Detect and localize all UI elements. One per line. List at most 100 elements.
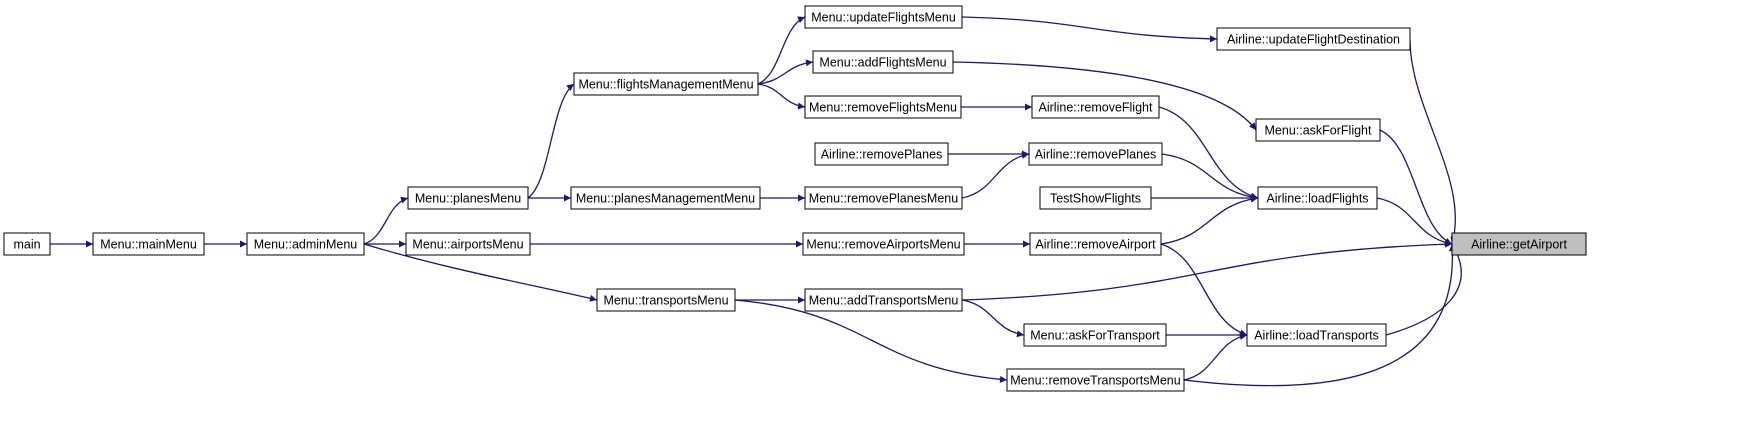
node-addFlightsMenu[interactable]: Menu::addFlightsMenu xyxy=(812,50,954,74)
node-box xyxy=(804,288,963,312)
node-box xyxy=(804,5,963,29)
node-label: Menu::transportsMenu xyxy=(603,294,728,308)
edge-removeAirport-to-loadTransports xyxy=(1160,243,1248,337)
node-box xyxy=(407,186,529,210)
edge-removeFlight-to-loadFlights xyxy=(1158,106,1259,200)
node-transportsMenu[interactable]: Menu::transportsMenu xyxy=(596,288,736,312)
node-box xyxy=(596,288,736,312)
node-box xyxy=(1028,142,1163,166)
node-label: Menu::airportsMenu xyxy=(412,238,523,252)
node-main[interactable]: main xyxy=(3,232,51,256)
edge-removeTransportsMenu-to-loadTransports xyxy=(1183,333,1248,381)
node-loadTransports[interactable]: Airline::loadTransports xyxy=(1246,323,1387,347)
node-airportsMenu[interactable]: Menu::airportsMenu xyxy=(405,232,531,256)
node-box xyxy=(1246,323,1387,347)
edge-loadFlights-to-getAirport xyxy=(1376,197,1453,247)
node-getAirport[interactable]: Airline::getAirport xyxy=(1451,232,1587,256)
edge-flightsManagementMenu-to-removeFlightsMenu xyxy=(757,83,806,110)
edge-askForFlight-to-getAirport xyxy=(1379,129,1453,245)
node-removeAirport[interactable]: Airline::removeAirport xyxy=(1029,232,1162,256)
node-box xyxy=(804,95,962,119)
node-label: Menu::removeFlightsMenu xyxy=(809,101,957,115)
node-removeTransportsMenu[interactable]: Menu::removeTransportsMenu xyxy=(1006,368,1185,392)
node-updateFlightsMenu[interactable]: Menu::updateFlightsMenu xyxy=(804,5,963,29)
node-addTransportsMenu[interactable]: Menu::addTransportsMenu xyxy=(804,288,963,312)
node-updateFlightDestination[interactable]: Airline::updateFlightDestination xyxy=(1216,27,1411,51)
node-label: Airline::updateFlightDestination xyxy=(1227,33,1400,47)
node-box xyxy=(814,142,949,166)
node-label: Menu::addTransportsMenu xyxy=(809,294,959,308)
node-label: Menu::updateFlightsMenu xyxy=(811,11,956,25)
node-label: Menu::removePlanesMenu xyxy=(809,192,958,206)
edge-removeAirport-to-loadFlights xyxy=(1160,195,1259,245)
edge-transportsMenu-to-removeTransportsMenu xyxy=(734,299,1008,383)
edge-updateFlightDestination-to-getAirport xyxy=(1409,38,1458,245)
node-label: Menu::removeAirportsMenu xyxy=(806,238,960,252)
node-box xyxy=(1451,232,1587,256)
edge-addTransportsMenu-to-askForTransport xyxy=(961,299,1025,338)
node-label: Airline::getAirport xyxy=(1471,238,1567,252)
edge-flightsManagementMenu-to-updateFlightsMenu xyxy=(757,16,806,85)
node-box xyxy=(1029,232,1162,256)
node-label: Menu::planesMenu xyxy=(415,192,521,206)
node-box xyxy=(1006,368,1185,392)
node-label: Airline::removePlanes xyxy=(821,148,943,162)
node-box xyxy=(1039,186,1152,210)
node-mainMenu[interactable]: Menu::mainMenu xyxy=(92,232,205,256)
edge-adminMenu-to-transportsMenu xyxy=(363,243,598,302)
node-box xyxy=(812,50,954,74)
node-planesManagementMenu[interactable]: Menu::planesManagementMenu xyxy=(570,186,761,210)
node-removeAirportsMenu[interactable]: Menu::removeAirportsMenu xyxy=(802,232,965,256)
node-label: Menu::askForTransport xyxy=(1030,329,1160,343)
node-removePlanesMenu[interactable]: Menu::removePlanesMenu xyxy=(804,186,963,210)
node-box xyxy=(1216,27,1411,51)
node-label: Airline::removeFlight xyxy=(1039,101,1153,115)
node-box xyxy=(3,232,51,256)
node-label: TestShowFlights xyxy=(1050,192,1141,206)
node-airlineRemovePlanesR[interactable]: Airline::removePlanes xyxy=(1028,142,1163,166)
node-label: Airline::removeAirport xyxy=(1035,238,1156,252)
node-flightsManagementMenu[interactable]: Menu::flightsManagementMenu xyxy=(573,72,759,96)
node-box xyxy=(405,232,531,256)
node-box xyxy=(573,72,759,96)
node-label: Menu::mainMenu xyxy=(100,238,197,252)
node-label: Airline::removePlanes xyxy=(1035,148,1157,162)
node-adminMenu[interactable]: Menu::adminMenu xyxy=(246,232,365,256)
node-removeFlightsMenu[interactable]: Menu::removeFlightsMenu xyxy=(804,95,962,119)
node-label: main xyxy=(13,238,40,252)
node-loadFlights[interactable]: Airline::loadFlights xyxy=(1257,186,1378,210)
node-askForFlight[interactable]: Menu::askForFlight xyxy=(1255,118,1381,142)
node-label: Menu::planesManagementMenu xyxy=(576,192,755,206)
node-box xyxy=(1255,118,1381,142)
node-label: Menu::adminMenu xyxy=(254,238,358,252)
node-planesMenu[interactable]: Menu::planesMenu xyxy=(407,186,529,210)
edge-addTransportsMenu-to-getAirport xyxy=(961,240,1453,301)
node-askForTransport[interactable]: Menu::askForTransport xyxy=(1023,323,1167,347)
node-label: Menu::removeTransportsMenu xyxy=(1010,374,1180,388)
node-label: Menu::addFlightsMenu xyxy=(819,56,946,70)
node-airlineRemovePlanesL[interactable]: Airline::removePlanes xyxy=(814,142,949,166)
edge-loadTransports-to-getAirport xyxy=(1385,243,1462,336)
node-label: Menu::askForFlight xyxy=(1265,124,1373,138)
node-box xyxy=(1257,186,1378,210)
edge-addFlightsMenu-to-askForFlight xyxy=(952,61,1257,131)
node-label: Airline::loadTransports xyxy=(1254,329,1379,343)
node-removeFlight[interactable]: Airline::removeFlight xyxy=(1031,95,1160,119)
node-box xyxy=(804,186,963,210)
node-label: Menu::flightsManagementMenu xyxy=(578,78,753,92)
node-box xyxy=(1023,323,1167,347)
edge-flightsManagementMenu-to-addFlightsMenu xyxy=(757,59,814,85)
node-box xyxy=(1031,95,1160,119)
node-box xyxy=(802,232,965,256)
edge-removeTransportsMenu-to-getAirport xyxy=(1183,243,1456,387)
edge-planesMenu-to-flightsManagementMenu xyxy=(527,83,575,199)
edge-adminMenu-to-planesMenu xyxy=(363,196,409,245)
node-box xyxy=(246,232,365,256)
node-box xyxy=(92,232,205,256)
edge-updateFlightsMenu-to-updateFlightDestination xyxy=(961,16,1218,43)
node-box xyxy=(570,186,761,210)
node-testShowFlights[interactable]: TestShowFlights xyxy=(1039,186,1152,210)
node-label: Airline::loadFlights xyxy=(1266,192,1368,206)
edge-airlineRemovePlanesR-to-loadFlights xyxy=(1161,153,1259,201)
